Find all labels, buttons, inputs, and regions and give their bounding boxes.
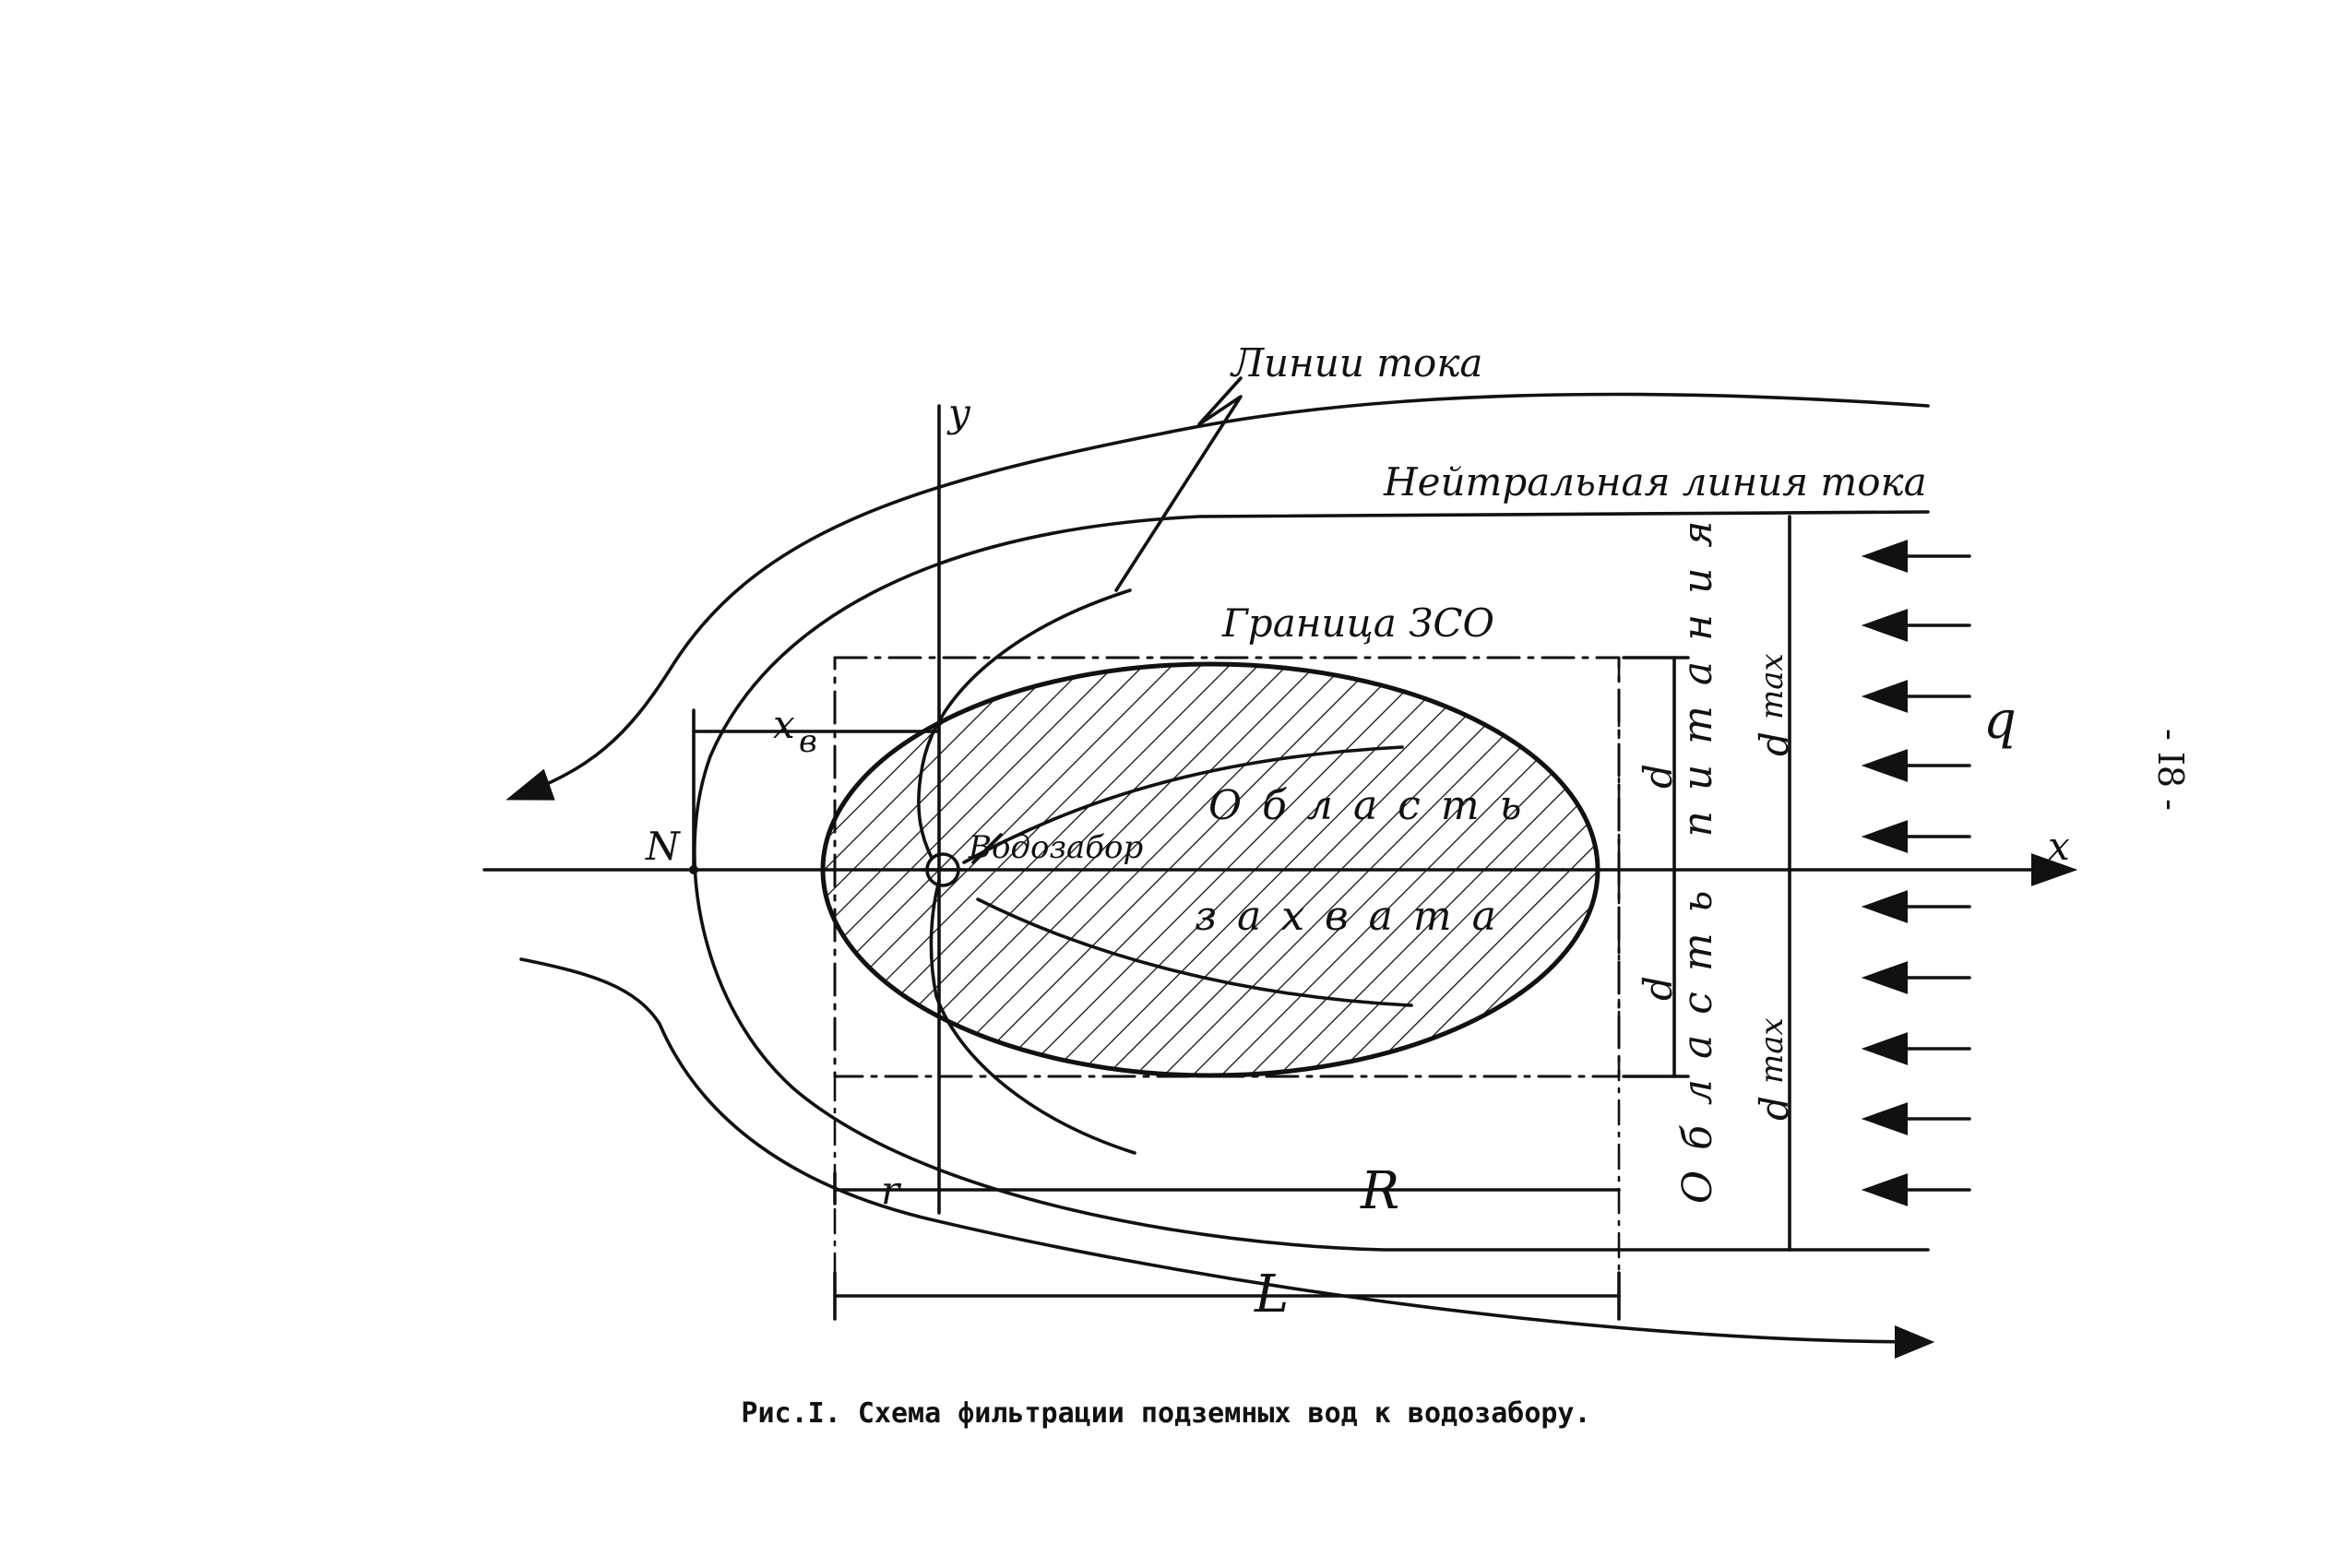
streamline-inner-curve-lower: [976, 897, 1413, 1007]
water-intake-label: Водозабор: [968, 829, 1143, 866]
xb-label: x: [773, 702, 795, 747]
zso-boundary-label: Граница ЗСО: [1221, 600, 1494, 646]
capture-area-label-line1: Область: [1208, 782, 1542, 829]
dmax-upper-subscript: max: [1754, 653, 1791, 719]
streamline-inner-upper: [917, 588, 1132, 860]
streamlines-leader-line: [1114, 376, 1243, 592]
xb-subscript: в: [799, 723, 817, 760]
capture-area-label-line2: захвата: [1195, 893, 1517, 940]
dmax-lower-label: d: [1752, 1096, 1797, 1121]
figure-caption: Рис.I. Схема фильтрации подземных вод к …: [741, 1397, 1591, 1430]
streamline-neutral: [693, 510, 1930, 1252]
L-label: L: [1254, 1265, 1289, 1324]
R-label: R: [1360, 1161, 1399, 1221]
streamline-inner-curve-upper: [962, 745, 1404, 864]
flow-arrows: [1861, 540, 1971, 1206]
water-intake-leader: [971, 833, 1003, 864]
d-upper-label: d: [1636, 764, 1681, 789]
dmax-upper-label: d: [1752, 731, 1797, 756]
streamline-top-outer: [506, 392, 1930, 801]
feed-area-label: Область питания: [1674, 500, 1721, 1204]
page-number: - I8 -: [2150, 729, 2191, 811]
streamline-inner-lower: [929, 879, 1136, 1155]
streamline-bottom-outer: [519, 957, 1935, 1359]
point-n-label: N: [645, 824, 681, 869]
neutral-streamline-label: Нейтральная линия тока: [1383, 459, 1927, 505]
streamlines-label: Линии тока: [1230, 340, 1482, 386]
q-label: q: [1983, 691, 2017, 751]
point-n-marker: [689, 865, 698, 874]
r-label: r: [881, 1168, 902, 1213]
x-axis-label: x: [2048, 824, 2070, 869]
y-axis-label: y: [946, 390, 971, 435]
dmax-lower-subscript: max: [1754, 1017, 1791, 1084]
d-lower-label: d: [1636, 976, 1681, 1001]
